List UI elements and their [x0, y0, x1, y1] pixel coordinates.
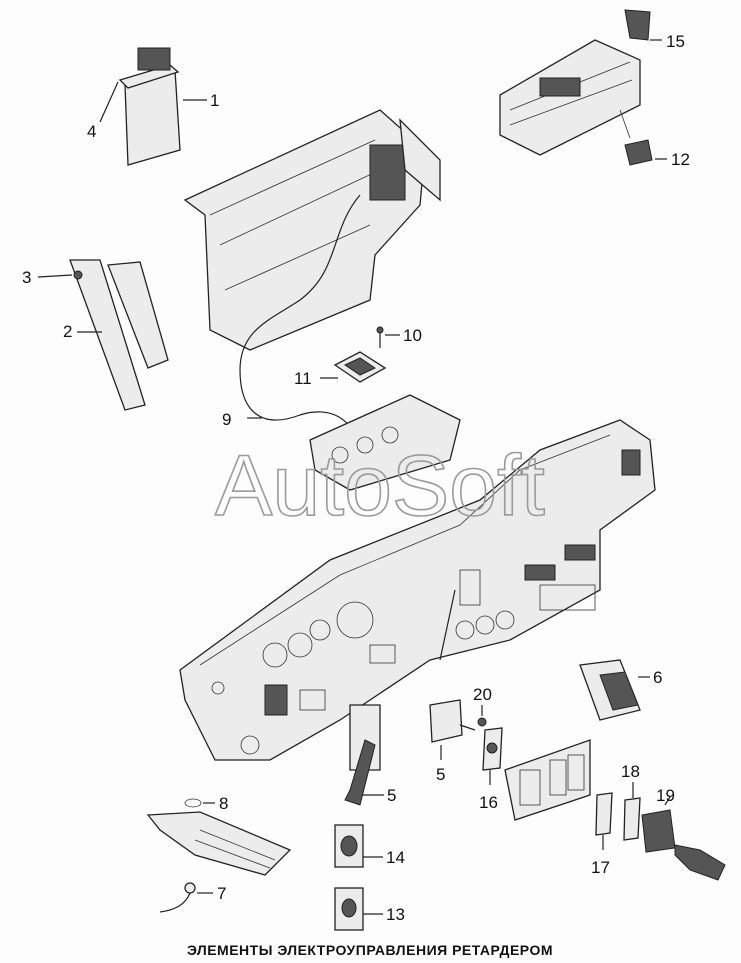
part-14-bezel: [334, 824, 383, 868]
part-9-wiring-harness: [239, 194, 361, 446]
callout-13: 13: [386, 905, 405, 924]
callout-8: 8: [219, 794, 228, 813]
center-console-module: [309, 394, 461, 491]
diagram-caption: ЭЛЕМЕНТЫ ЭЛЕКТРОУПРАВЛЕНИЯ РЕТАРДЕРОМ: [187, 942, 553, 958]
callout-15: 15: [666, 32, 685, 51]
callout-12: 12: [671, 150, 690, 169]
dashboard: [179, 419, 656, 761]
callout-16: 16: [479, 793, 498, 812]
part-5-switch-body: [429, 699, 476, 760]
part-15-connector: [624, 9, 662, 41]
callout-6: 6: [653, 668, 662, 687]
callout-2: 2: [63, 322, 72, 341]
callout-17: 17: [591, 858, 610, 877]
callout-1: 1: [210, 91, 219, 110]
callout-3: 3: [22, 268, 31, 287]
part-10-screw: [376, 326, 400, 348]
part-17-bezel: [595, 792, 613, 850]
part-1-control-unit: [118, 47, 207, 166]
retarder-pedal: [146, 811, 292, 876]
part-20-screw: [477, 705, 487, 727]
callout-5-lever: 5: [387, 786, 396, 805]
part-7-sensor: [159, 882, 213, 913]
part-16-bezel: [482, 727, 503, 785]
callout-11: 11: [294, 369, 312, 388]
callout-20: 20: [473, 685, 492, 704]
part-11-gasket: [320, 351, 387, 383]
callout-4: 4: [87, 122, 96, 141]
callout-18: 18: [621, 762, 640, 781]
callout-9: 9: [222, 410, 231, 429]
part-12-relay: [619, 109, 667, 166]
watermark-text: AutoSoft: [215, 438, 545, 534]
callout-19: 19: [656, 786, 675, 805]
switch-panel-cutouts: [504, 739, 591, 821]
callout-14: 14: [386, 848, 405, 867]
leader-4: [99, 81, 119, 123]
callout-7: 7: [217, 884, 226, 903]
part-2-side-panel: [37, 259, 169, 411]
callout-10: 10: [403, 326, 422, 345]
dash-carrier-panel: [183, 109, 441, 351]
part-19-switch: [641, 796, 726, 881]
part-13-bezel: [334, 887, 383, 931]
part-8-washer: [184, 798, 215, 808]
part-6-switch: [579, 659, 650, 721]
callout-5-switch: 5: [436, 765, 445, 784]
part-5-lever-switch: [344, 704, 384, 806]
relay-fuse-block: [499, 39, 641, 156]
part-18-bezel: [623, 782, 641, 841]
